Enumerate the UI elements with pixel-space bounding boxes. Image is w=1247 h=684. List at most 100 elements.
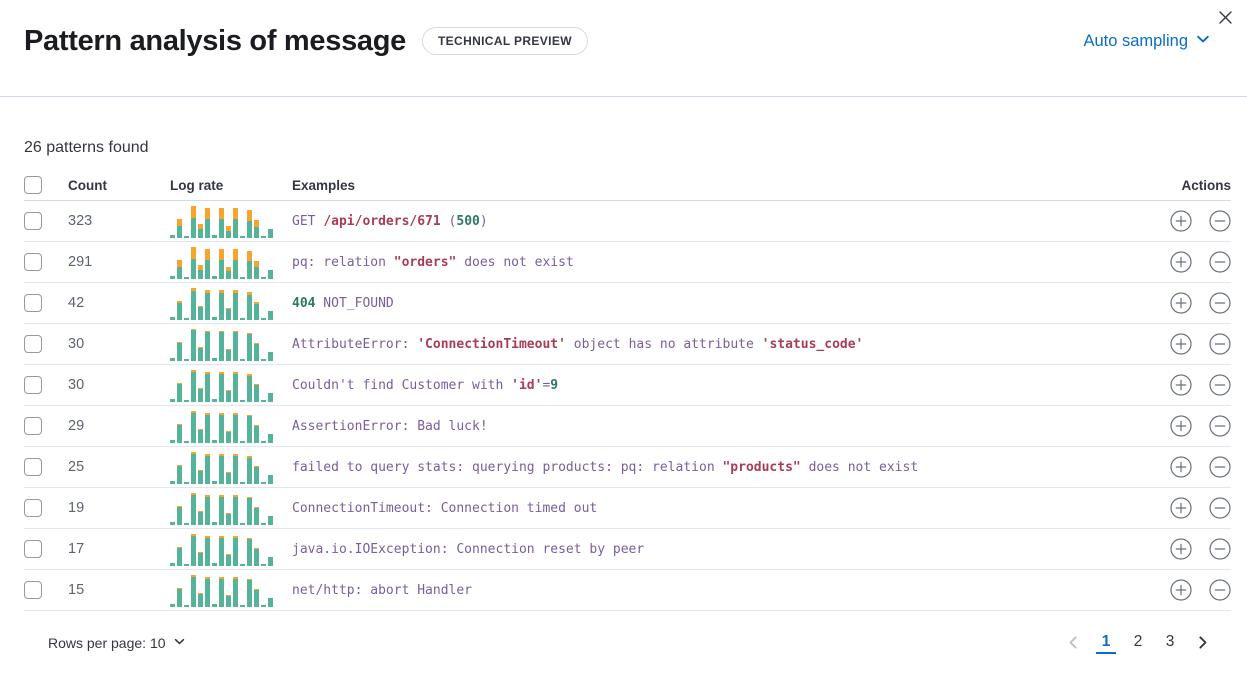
example-token: 500 [456,213,480,229]
filter-out-pattern-button[interactable] [1209,456,1231,478]
row-checkbox[interactable] [24,335,42,353]
table-row: 19 ConnectionTimeout: Connection timed o… [24,488,1231,529]
row-checkbox-cell [24,294,68,312]
filter-in-pattern-button[interactable] [1170,538,1192,560]
previous-page-button[interactable] [1063,632,1084,653]
filter-out-pattern-button[interactable] [1209,538,1231,560]
rows-per-page-dropdown[interactable]: Rows per page: 10 [48,635,186,651]
example-token: 'status_code' [761,336,864,352]
count-value: 25 [68,459,85,475]
page-1-button[interactable]: 1 [1096,631,1116,654]
row-checkbox[interactable] [24,540,42,558]
table-body: 323 GET /api/orders/671 (500) 291 [24,201,1231,611]
filter-in-pattern-button[interactable] [1170,333,1192,355]
example-token: pq: relation [292,254,394,270]
sparkline-bar [247,333,252,361]
next-page-button[interactable] [1192,632,1213,653]
sparkline-bar [233,331,238,361]
filter-out-pattern-button[interactable] [1209,497,1231,519]
select-all-checkbox[interactable] [24,176,42,194]
chevron-left-icon [1065,636,1082,654]
page-2-button[interactable]: 2 [1128,631,1148,654]
filter-in-pattern-button[interactable] [1170,292,1192,314]
minus-in-circle-icon [1209,333,1231,358]
sparkline-bar [261,441,266,443]
row-checkbox[interactable] [24,499,42,517]
sparkline-bar [219,413,224,443]
filter-in-pattern-button[interactable] [1170,374,1192,396]
sparkline-bar [247,374,252,402]
sampling-label: Auto sampling [1083,32,1188,50]
filter-in-pattern-button[interactable] [1170,456,1192,478]
sparkline-bar [177,342,182,361]
sparkline-bar [191,575,196,607]
sparkline-bar [170,276,175,279]
example-token: ( [440,213,457,229]
sparkline-bar [219,290,224,320]
sparkline-bar [240,605,245,607]
filter-out-pattern-button[interactable] [1209,415,1231,437]
sparkline-bar [254,384,259,402]
example-token: "products" [722,459,801,475]
example-token: AttributeError: [292,336,418,352]
sparkline-bar [233,413,238,443]
row-checkbox-cell [24,540,68,558]
sparkline-bar [233,290,238,320]
close-button[interactable] [1212,4,1239,31]
row-checkbox[interactable] [24,294,42,312]
sparkline-bar [212,358,217,361]
plus-in-circle-icon [1170,456,1192,481]
filter-out-pattern-button[interactable] [1209,333,1231,355]
sparkline-bar [247,538,252,566]
sparkline-bar [268,229,273,238]
sparkline-bar [212,481,217,484]
example-token: Couldn't find Customer with [292,377,512,393]
filter-in-pattern-button[interactable] [1170,415,1192,437]
sparkline-bar [226,349,231,361]
count-value: 17 [68,541,85,557]
sparkline-bar [212,440,217,443]
filter-out-pattern-button[interactable] [1209,251,1231,273]
example-token: does not exist [456,254,574,270]
filter-out-pattern-button[interactable] [1209,210,1231,232]
filter-in-pattern-button[interactable] [1170,579,1192,601]
sparkline-bar [212,604,217,607]
sparkline-bar [226,390,231,402]
table-header-row: Count Log rate Examples Actions [24,170,1231,201]
sparkline-bar [233,536,238,566]
sparkline-bar [184,359,189,361]
row-actions [1139,415,1231,437]
example-token: 404 [292,295,316,311]
filter-in-pattern-button[interactable] [1170,210,1192,232]
filter-out-pattern-button[interactable] [1209,579,1231,601]
row-checkbox[interactable] [24,417,42,435]
row-checkbox[interactable] [24,212,42,230]
example-token: java.io.IOException: Connection reset by… [292,541,645,557]
page-3-button[interactable]: 3 [1160,631,1180,654]
table-row: 291 pq: relation "orders" does not exist [24,242,1231,283]
filter-in-pattern-button[interactable] [1170,251,1192,273]
example-text: java.io.IOException: Connection reset by… [292,542,1139,557]
sparkline-bar [198,265,203,279]
filter-in-pattern-button[interactable] [1170,497,1192,519]
filter-out-pattern-button[interactable] [1209,374,1231,396]
plus-in-circle-icon [1170,579,1192,604]
count-value: 15 [68,582,85,598]
filter-out-pattern-button[interactable] [1209,292,1231,314]
example-text: Couldn't find Customer with 'id'=9 [292,378,1139,393]
sparkline-bar [247,579,252,607]
sparkline-bar [233,495,238,525]
count-value: 30 [68,377,85,393]
row-checkbox[interactable] [24,581,42,599]
row-checkbox[interactable] [24,253,42,271]
sampling-dropdown[interactable]: Auto sampling [1083,31,1211,52]
chevron-down-icon [1195,31,1211,52]
sparkline-bar [240,441,245,443]
sparkline-bar [261,605,266,607]
sparkline-bar [247,210,252,238]
example-text: AssertionError: Bad luck! [292,419,1139,434]
sparkline-bar [261,482,266,484]
row-checkbox[interactable] [24,458,42,476]
sparkline-bar [212,276,217,279]
row-checkbox[interactable] [24,376,42,394]
